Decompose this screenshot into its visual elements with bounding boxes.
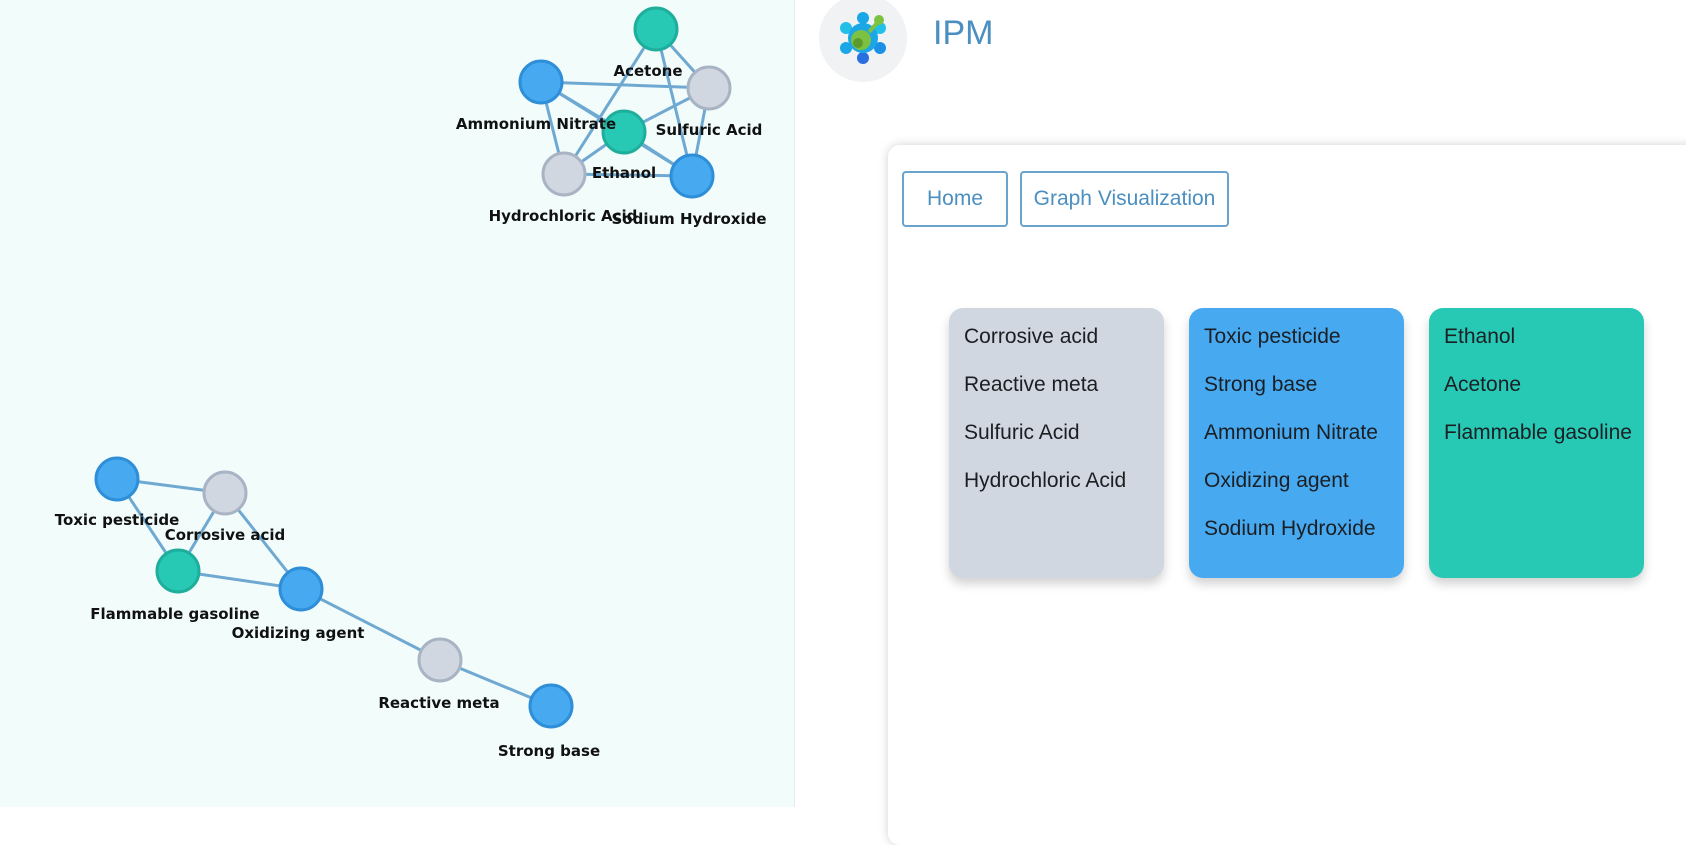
graph-node-ethanol[interactable] <box>601 109 647 155</box>
graph-node-label: Oxidizing agent <box>232 624 365 642</box>
graph-node-ammonium-nitrate[interactable] <box>518 59 564 105</box>
graph-node-hydrochloric-acid[interactable] <box>541 151 587 197</box>
group-card-blue: Toxic pesticide Strong base Ammonium Nit… <box>1189 308 1404 578</box>
group-card-gray: Corrosive acid Reactive meta Sulfuric Ac… <box>949 308 1164 578</box>
graph-visualization-button[interactable]: Graph Visualization <box>1020 171 1229 227</box>
group-list: Toxic pesticide Strong base Ammonium Nit… <box>1204 322 1404 562</box>
graph-node-oxidizing-agent[interactable] <box>278 566 324 612</box>
graph-node-label: Strong base <box>498 742 600 760</box>
list-item: Reactive meta <box>964 373 1099 396</box>
list-item: Corrosive acid <box>964 325 1099 348</box>
list-item: Toxic pesticide <box>1204 325 1341 348</box>
molecule-logo-icon <box>819 0 907 82</box>
app-title: IPM <box>933 14 994 52</box>
graph-node-label: Flammable gasoline <box>90 605 259 623</box>
graph-node-label: Sulfuric Acid <box>656 121 763 139</box>
graph-node-sulfuric-acid[interactable] <box>686 65 732 111</box>
graph-node-label: Ammonium Nitrate <box>456 115 616 133</box>
graph-edge <box>540 80 710 90</box>
graph-node-toxic-pesticide[interactable] <box>94 456 140 502</box>
graph-node-label: Hydrochloric Acid <box>489 207 638 225</box>
main-card: Home Graph Visualization Corrosive acid … <box>888 145 1686 845</box>
list-item: Hydrochloric Acid <box>964 469 1127 492</box>
graph-nodes[interactable] <box>94 6 732 729</box>
graph-node-reactive-meta[interactable] <box>417 637 463 683</box>
group-list: Corrosive acid Reactive meta Sulfuric Ac… <box>964 322 1164 514</box>
graph-edge <box>654 28 694 177</box>
list-item: Acetone <box>1444 373 1522 396</box>
graph-node-sodium-hydroxide[interactable] <box>669 153 715 199</box>
graph-node-label: Acetone <box>613 62 682 80</box>
graph-node-label: Ethanol <box>592 164 656 182</box>
graph-node-acetone[interactable] <box>633 6 679 52</box>
list-item: Oxidizing agent <box>1204 469 1349 492</box>
home-button[interactable]: Home <box>902 171 1008 227</box>
graph-node-label: Sodium Hydroxide <box>611 210 766 228</box>
app-panel: IPM Home Graph Visualization Corrosive a… <box>795 0 1686 845</box>
graph-node-label: Reactive meta <box>378 694 499 712</box>
list-item: Ethanol <box>1444 325 1516 348</box>
graph-node-label: Toxic pesticide <box>55 511 180 529</box>
graph-edge <box>300 587 441 662</box>
group-card-teal: Ethanol Acetone Flammable gasoline <box>1429 308 1644 578</box>
graph-edge <box>562 28 658 175</box>
graph-node-strong-base[interactable] <box>528 683 574 729</box>
graph-node-label: Corrosive acid <box>165 526 286 544</box>
list-item: Flammable gasoline <box>1444 421 1632 444</box>
list-item: Sodium Hydroxide <box>1204 517 1376 540</box>
graph-node-flammable-gasoline[interactable] <box>155 548 201 594</box>
list-item: Strong base <box>1204 373 1318 396</box>
list-item: Ammonium Nitrate <box>1204 421 1378 444</box>
list-item: Sulfuric Acid <box>964 421 1080 444</box>
graph-node-corrosive-acid[interactable] <box>202 470 248 516</box>
group-list: Ethanol Acetone Flammable gasoline <box>1444 322 1644 466</box>
